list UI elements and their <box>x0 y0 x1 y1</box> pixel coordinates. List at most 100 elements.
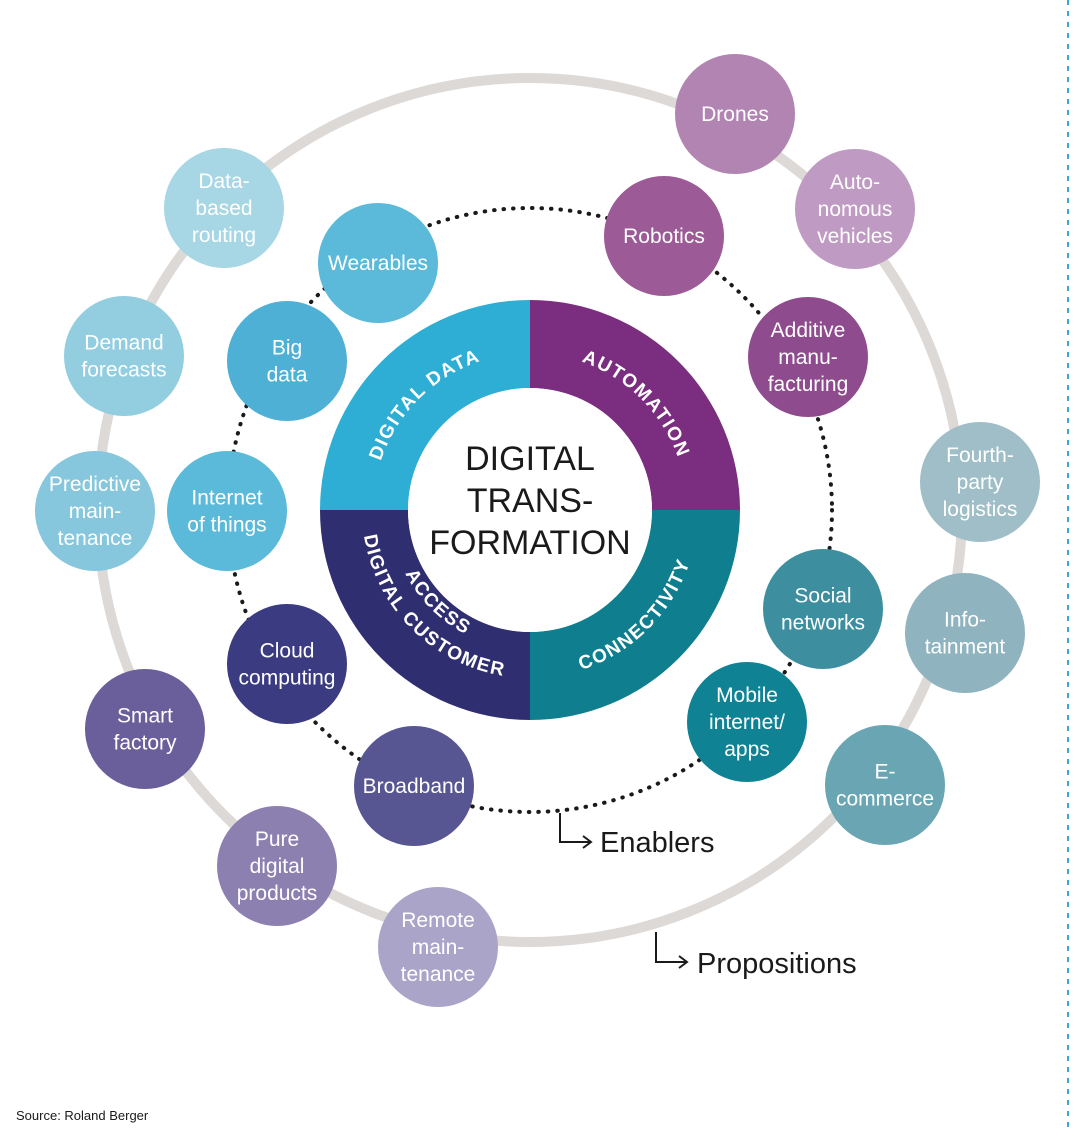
proposition-infotainment: Info-tainment <box>905 573 1025 693</box>
proposition-smart-factory: Smart factory <box>85 669 205 789</box>
enabler-internet-of-things: Internet of things <box>167 451 287 571</box>
proposition-label: party <box>957 471 1004 494</box>
enabler-mobile-internet-apps: Mobile internet/apps <box>687 662 807 782</box>
proposition-circle <box>164 148 284 268</box>
proposition-label: routing <box>192 224 256 247</box>
proposition-circle <box>825 725 945 845</box>
enabler-wearables: Wearables <box>318 203 438 323</box>
proposition-autonomous-vehicles: Auto-nomous vehicles <box>795 149 915 269</box>
enabler-label: Internet <box>191 487 262 510</box>
center-title-line-2: TRANS- <box>467 482 594 520</box>
enabler-circle <box>354 726 474 846</box>
legend-propositions-label: Propositions <box>697 948 857 980</box>
proposition-circle <box>920 422 1040 542</box>
legend-enablers: Enablers <box>559 813 714 859</box>
enabler-label: Robotics <box>623 225 705 248</box>
proposition-circle <box>795 149 915 269</box>
proposition-label: main- <box>69 500 122 523</box>
center-donut <box>320 300 740 720</box>
proposition-label: factory <box>113 732 177 755</box>
legend-enablers-label: Enablers <box>600 827 714 859</box>
enabler-circle <box>167 451 287 571</box>
enabler-circle <box>748 297 868 417</box>
proposition-label: commerce <box>836 788 934 811</box>
enabler-label: data <box>267 364 308 387</box>
proposition-circle <box>35 451 155 571</box>
enabler-label: computing <box>239 667 336 690</box>
enabler-label: Wearables <box>328 252 428 275</box>
enabler-label: Social <box>794 585 851 608</box>
proposition-label: Fourth- <box>946 444 1014 467</box>
proposition-label: vehicles <box>817 225 893 248</box>
legend-enablers-arrow-icon <box>559 813 593 849</box>
proposition-label: tenance <box>58 527 133 550</box>
segment-connectivity <box>320 510 530 720</box>
enabler-broadband: Broadband <box>354 726 474 846</box>
enabler-label: Additive <box>771 319 846 342</box>
enabler-label: of things <box>187 514 266 537</box>
proposition-data-based-routing: Data-based routing <box>164 148 284 268</box>
legend-propositions: Propositions <box>655 932 857 980</box>
proposition-label: products <box>237 882 318 905</box>
enabler-label: apps <box>724 738 770 761</box>
proposition-label: logistics <box>943 498 1018 521</box>
enabler-circle <box>227 604 347 724</box>
proposition-label: based <box>195 197 252 220</box>
proposition-remote-maintenance: Remote main-tenance <box>378 887 498 1007</box>
proposition-pure-digital-products: Pure digital products <box>217 806 337 926</box>
proposition-circle <box>378 887 498 1007</box>
proposition-label: tenance <box>401 963 476 986</box>
enabler-circle <box>227 301 347 421</box>
proposition-label: digital <box>250 855 305 878</box>
proposition-label: Auto- <box>830 171 880 194</box>
enabler-big-data: Big data <box>227 301 347 421</box>
proposition-label: Info- <box>944 609 986 632</box>
proposition-circle <box>85 669 205 789</box>
enabler-label: internet/ <box>709 711 785 734</box>
enabler-label: Big <box>272 337 302 360</box>
proposition-label: Data- <box>198 170 249 193</box>
proposition-label: Predictive <box>49 473 141 496</box>
enabler-label: manu- <box>778 346 838 369</box>
enabler-label: Cloud <box>260 640 315 663</box>
proposition-label: nomous <box>818 198 893 221</box>
enabler-label: Mobile <box>716 684 778 707</box>
segment-digital-data <box>320 300 530 510</box>
enabler-circle <box>318 203 438 323</box>
center-disc <box>408 388 652 632</box>
segment-automation <box>530 300 740 510</box>
enabler-additive-manufacturing: Additive manu-facturing <box>748 297 868 417</box>
enabler-circle <box>763 549 883 669</box>
proposition-label: Remote <box>401 909 475 932</box>
legend-propositions-arrow-icon <box>655 932 689 969</box>
proposition-label: Pure <box>255 828 299 851</box>
proposition-circle <box>217 806 337 926</box>
enabler-label: Broadband <box>363 775 466 798</box>
proposition-label: Smart <box>117 705 173 728</box>
enabler-circle <box>604 176 724 296</box>
proposition-drones: Drones <box>675 54 795 174</box>
source-note: Source: Roland Berger <box>16 1108 149 1123</box>
enabler-cloud-computing: Cloud computing <box>227 604 347 724</box>
enabler-circle <box>687 662 807 782</box>
center-title-line-1: DIGITAL <box>465 440 595 478</box>
segment-digital-customer-access <box>530 510 740 720</box>
proposition-predictive-maintenance: Predictive main-tenance <box>35 451 155 571</box>
proposition-circle <box>905 573 1025 693</box>
enabler-label: facturing <box>768 373 849 396</box>
proposition-label: main- <box>412 936 465 959</box>
proposition-label: forecasts <box>81 359 166 382</box>
proposition-demand-forecasts: Demand forecasts <box>64 296 184 416</box>
proposition-circle <box>675 54 795 174</box>
proposition-label: tainment <box>925 636 1006 659</box>
proposition-label: Demand <box>84 332 163 355</box>
proposition-label: E- <box>875 761 896 784</box>
enabler-robotics: Robotics <box>604 176 724 296</box>
proposition-circle <box>64 296 184 416</box>
proposition-fourth-party-logistics: Fourth-party logistics <box>920 422 1040 542</box>
center-title-line-3: FORMATION <box>429 524 630 562</box>
